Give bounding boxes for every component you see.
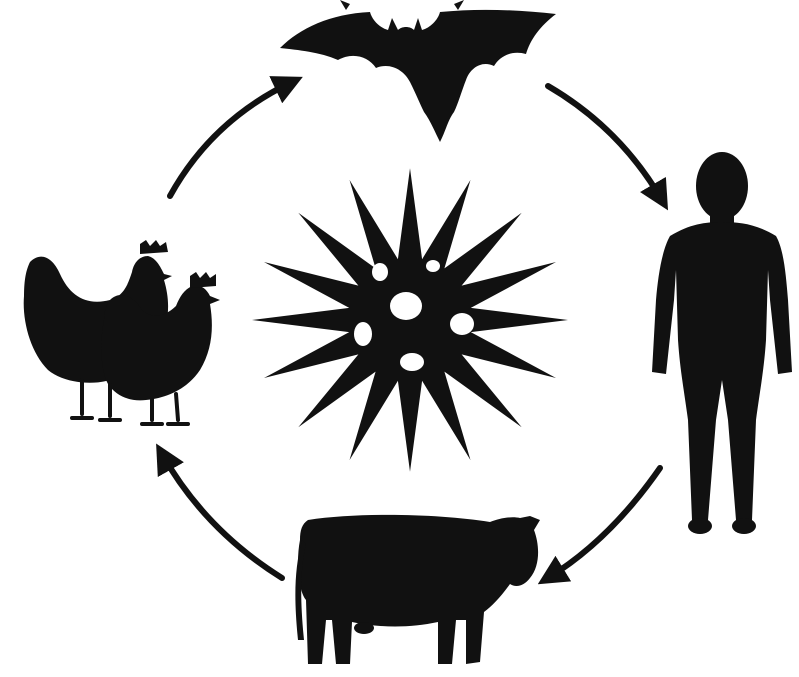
arrow-human-to-cow bbox=[548, 468, 660, 578]
virus-spot bbox=[426, 260, 440, 272]
chickens-icon bbox=[24, 240, 220, 424]
cow-icon bbox=[295, 515, 540, 664]
virus-spot bbox=[400, 353, 424, 371]
virus-spot bbox=[372, 263, 388, 281]
virus-spot bbox=[354, 322, 372, 346]
virus-spot bbox=[390, 292, 422, 320]
virus-icon bbox=[252, 168, 568, 471]
bat-icon bbox=[280, 0, 556, 142]
arrow-chickens-to-bat bbox=[170, 82, 292, 196]
arrow-cow-to-chickens bbox=[162, 454, 282, 578]
arrow-bat-to-human bbox=[548, 86, 662, 200]
human-icon bbox=[652, 152, 792, 534]
virus-spot bbox=[450, 313, 474, 335]
virus-body bbox=[252, 168, 568, 471]
